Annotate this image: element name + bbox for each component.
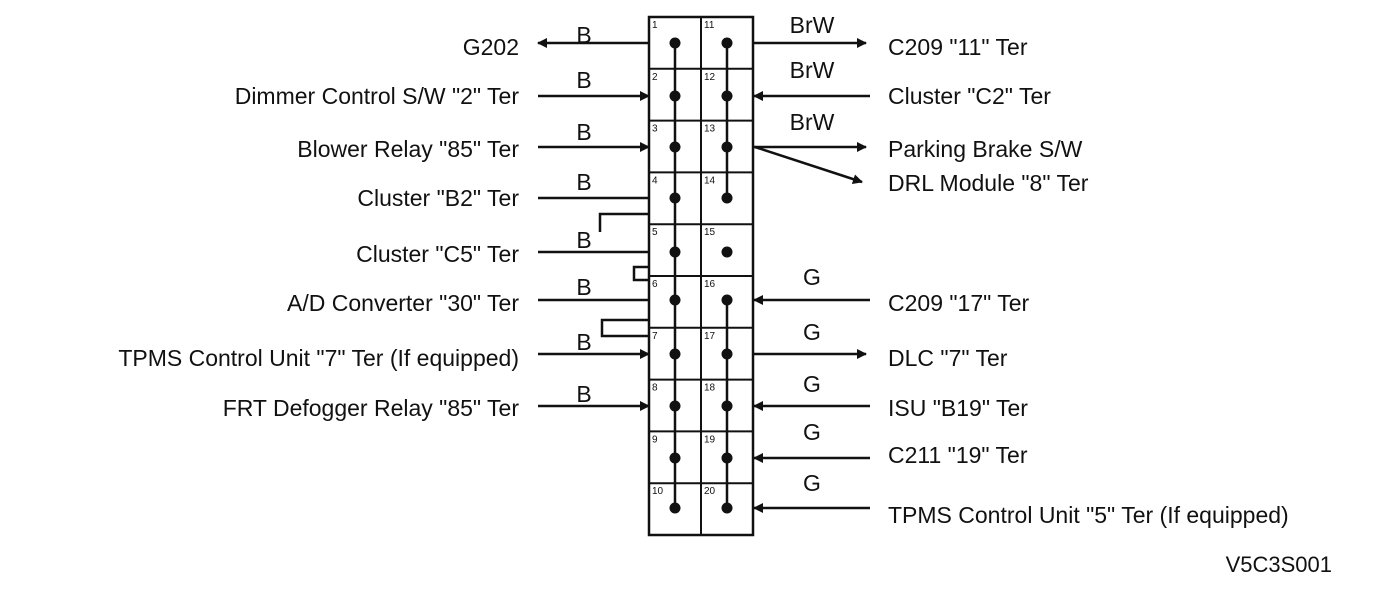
- wire-branch-drl: [754, 145, 863, 184]
- diagram-code: V5C3S001: [1226, 552, 1332, 577]
- wire-color-3: B: [576, 119, 591, 145]
- pin-number-14: 14: [704, 175, 716, 186]
- pin-number-6: 6: [652, 279, 658, 290]
- terminal-label-20: TPMS Control Unit "5" Ter (If equipped): [888, 502, 1289, 528]
- terminal-dot-19: [721, 452, 733, 464]
- pin-number-7: 7: [652, 331, 658, 342]
- wire-color-5: B: [576, 227, 591, 253]
- terminal-dot-17: [721, 348, 733, 360]
- wire-color-13: BrW: [790, 109, 835, 135]
- wire-color-4: B: [576, 169, 591, 195]
- wire-joint-mark-2: [632, 265, 649, 282]
- terminal-label-branch: DRL Module "8" Ter: [888, 170, 1089, 196]
- pin-number-19: 19: [704, 434, 716, 445]
- wire-color-17: G: [803, 319, 821, 345]
- pin-number-4: 4: [652, 175, 658, 186]
- wire-color-16: G: [803, 264, 821, 290]
- wire-color-8: B: [576, 381, 591, 407]
- wire-color-18: G: [803, 371, 821, 397]
- pin-number-15: 15: [704, 227, 716, 238]
- wire-joint-mark-3: [600, 318, 649, 338]
- terminal-label-17: DLC "7" Ter: [888, 345, 1008, 371]
- pin-number-18: 18: [704, 383, 716, 394]
- terminal-dot-18: [721, 400, 733, 412]
- terminal-label-16: C209 "17" Ter: [888, 290, 1030, 316]
- terminal-label-11: C209 "11" Ter: [888, 34, 1028, 60]
- wire-color-6: B: [576, 274, 591, 300]
- terminal-dot-2: [669, 90, 681, 102]
- wire-color-2: B: [576, 67, 591, 93]
- terminal-dot-14: [721, 192, 733, 204]
- pin-number-16: 16: [704, 279, 716, 290]
- terminal-dot-16: [721, 294, 733, 306]
- wire-color-11: BrW: [790, 12, 835, 38]
- terminal-label-12: Cluster "C2" Ter: [888, 83, 1051, 109]
- terminal-label-7: TPMS Control Unit "7" Ter (If equipped): [118, 345, 519, 371]
- pin-number-1: 1: [652, 20, 658, 31]
- wire-color-20: G: [803, 470, 821, 496]
- wire-color-12: BrW: [790, 57, 835, 83]
- pin-number-5: 5: [652, 227, 658, 238]
- wire-joint-mark-1: [598, 212, 649, 232]
- pin-number-3: 3: [652, 124, 658, 135]
- terminal-label-5: Cluster "C5" Ter: [356, 241, 519, 267]
- terminal-label-3: Blower Relay "85" Ter: [297, 136, 519, 162]
- pin-number-17: 17: [704, 331, 716, 342]
- wire-color-1: B: [576, 22, 591, 48]
- terminal-dot-8: [669, 400, 681, 412]
- pin-number-13: 13: [704, 124, 716, 135]
- terminal-label-1: G202: [463, 34, 519, 60]
- wire-color-7: B: [576, 329, 591, 355]
- terminal-label-13: Parking Brake S/W: [888, 136, 1083, 162]
- terminal-label-19: C211 "19" Ter: [888, 442, 1028, 468]
- pin-number-8: 8: [652, 383, 658, 394]
- terminal-dot-6: [669, 294, 681, 306]
- terminal-dot-9: [669, 452, 681, 464]
- terminal-dot-12: [721, 90, 733, 102]
- terminal-dot-15: [721, 246, 733, 258]
- terminal-label-4: Cluster "B2" Ter: [357, 185, 519, 211]
- terminal-dot-20: [721, 502, 733, 514]
- terminal-dot-11: [721, 37, 733, 49]
- pin-number-12: 12: [704, 72, 716, 83]
- terminal-dot-3: [669, 141, 681, 153]
- pin-number-9: 9: [652, 434, 658, 445]
- pin-number-10: 10: [652, 486, 664, 497]
- terminal-dot-10: [669, 502, 681, 514]
- terminal-dot-1: [669, 37, 681, 49]
- terminal-label-8: FRT Defogger Relay "85" Ter: [223, 395, 520, 421]
- terminal-dot-13: [721, 141, 733, 153]
- terminal-label-2: Dimmer Control S/W "2" Ter: [235, 83, 520, 109]
- terminal-dot-7: [669, 348, 681, 360]
- terminal-label-6: A/D Converter "30" Ter: [287, 290, 519, 316]
- pin-number-11: 11: [704, 20, 715, 31]
- pin-number-2: 2: [652, 72, 658, 83]
- wire-color-19: G: [803, 419, 821, 445]
- terminal-dot-5: [669, 246, 681, 258]
- pin-number-20: 20: [704, 486, 716, 497]
- terminal-dot-4: [669, 192, 681, 204]
- terminal-label-18: ISU "B19" Ter: [888, 395, 1028, 421]
